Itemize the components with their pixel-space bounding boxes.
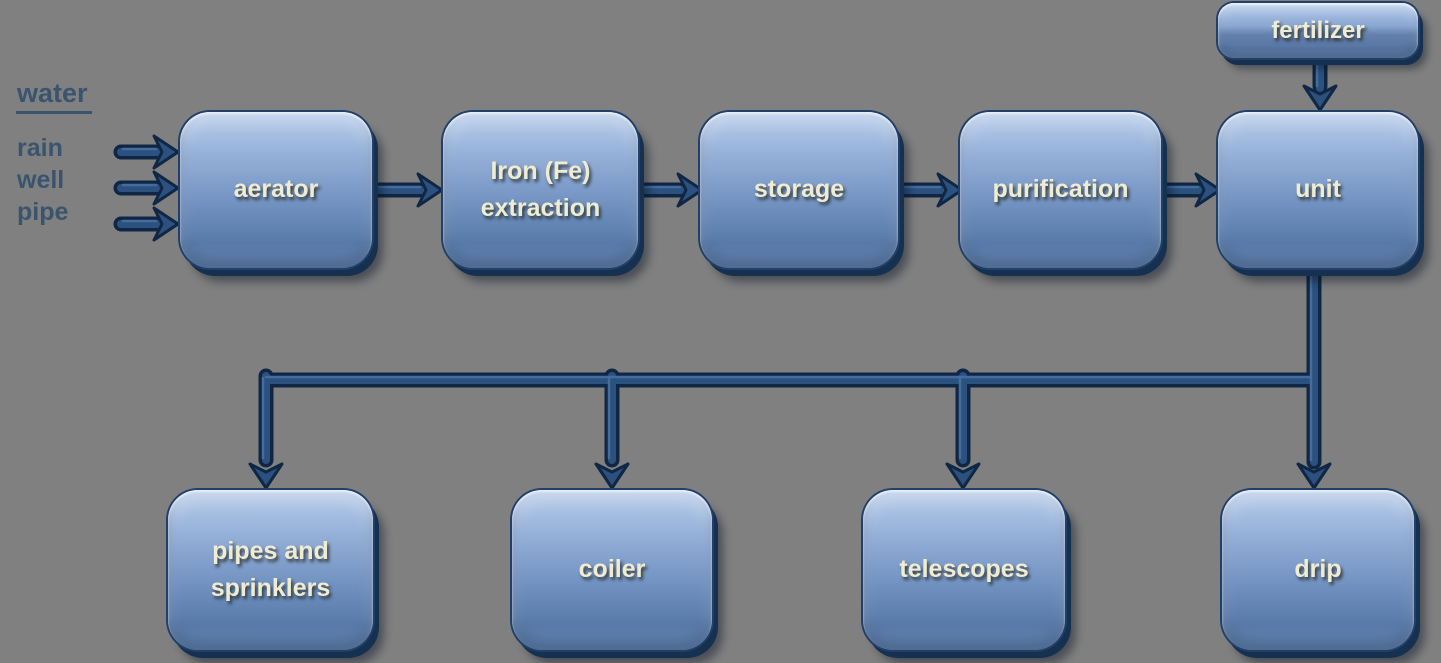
source-label-well: well (17, 166, 65, 194)
connector-cores (117, 55, 1324, 466)
node-telescopes: telescopes (863, 490, 1065, 650)
arrow-iron-storage-head (676, 172, 704, 208)
node-aerator: aerator (180, 112, 372, 268)
arrow-to-drip-head (1296, 462, 1332, 490)
node-pipes-sprinklers: pipes and sprinklers (168, 490, 373, 650)
arrow-to-pipes-head (248, 462, 284, 490)
arrow-rain-head (152, 134, 180, 170)
arrow-aerator-iron-head (416, 172, 444, 208)
connector-highlights (121, 58, 1319, 462)
arrow-purification-unit-head (1194, 172, 1222, 208)
arrow-well-head (152, 170, 180, 206)
node-coiler: coiler (512, 490, 712, 650)
arrow-fertilizer-unit-head (1302, 84, 1338, 112)
water-title-label: water (16, 78, 92, 114)
node-unit: unit (1218, 112, 1418, 268)
arrow-storage-purification-head (936, 172, 964, 208)
arrow-to-telescopes-head (945, 462, 981, 490)
node-storage: storage (700, 112, 898, 268)
source-label-pipe: pipe (17, 198, 69, 226)
node-purification: purification (960, 112, 1161, 268)
arrow-to-coiler-head (594, 462, 630, 490)
source-label-rain: rain (17, 134, 63, 162)
node-fertilizer: fertilizer (1218, 3, 1418, 58)
node-drip: drip (1222, 490, 1414, 650)
arrow-pipe-head (152, 206, 180, 242)
arrowheads (152, 84, 1338, 490)
node-iron-extraction: Iron (Fe) extraction (443, 112, 638, 268)
